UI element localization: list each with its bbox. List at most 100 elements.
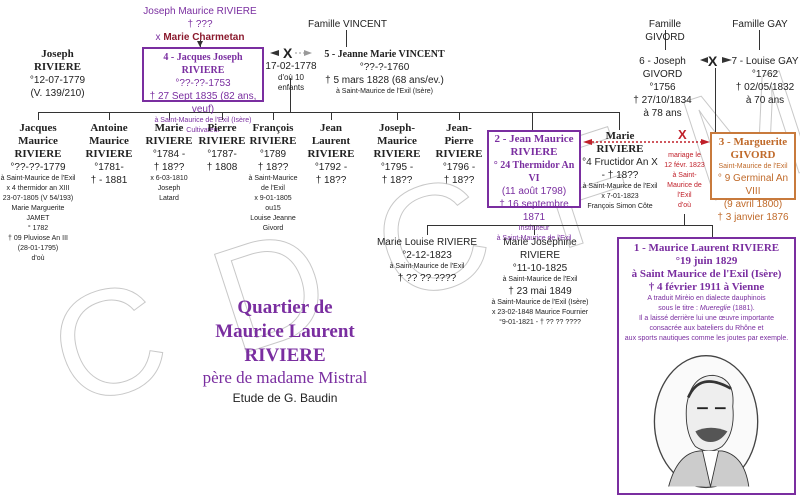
- first-name: Joseph: [41, 48, 74, 60]
- detail: à Saint-Maurice de l'Exil: [0, 175, 76, 182]
- birth-date: °1756: [649, 82, 676, 93]
- last-name: RIVIERE: [435, 148, 483, 160]
- connector: [459, 112, 460, 120]
- detail: 23-07-1805 (V 54/193): [2, 195, 74, 202]
- biography: consacrée aux bateliers du Rhône et: [649, 325, 764, 332]
- detail: Marie Marguerite JAMET: [11, 205, 65, 222]
- title-line: Maurice Laurent: [215, 321, 355, 342]
- first-name: Jacques Maurice: [18, 122, 58, 147]
- biography: A traduit Mirèio en dialecte dauphinois: [647, 295, 766, 302]
- birth-date: ° 24 Thermidor An VI: [493, 160, 575, 184]
- reference: (V. 139/210): [30, 88, 85, 99]
- date: °1792 -: [314, 162, 348, 173]
- connector: [397, 112, 398, 120]
- detail: de l'Exil: [261, 185, 285, 192]
- last-name: RIVIERE: [14, 148, 62, 160]
- detail: x 6-03-1810: [150, 175, 188, 182]
- place: à Saint-Maurice de l'Exil: [389, 263, 465, 270]
- detail: x 7-01-1823: [601, 193, 639, 200]
- svg-text:X: X: [678, 127, 687, 142]
- marriage-date: 17-02-1778: [265, 61, 317, 72]
- person-name: 1 - Maurice Laurent RIVIERE: [633, 242, 780, 254]
- date: † 18??: [315, 175, 347, 186]
- person-box-2: 2 - Jean Maurice RIVIERE ° 24 Thermidor …: [487, 130, 581, 242]
- date: † 18??: [381, 175, 413, 186]
- last-name: RIVIERE: [307, 148, 355, 160]
- person-name: Joseph Maurice RIVIERE: [143, 6, 257, 17]
- person-5: 5 - Jeanne Marie VINCENT °??-?-1760 † 5 …: [322, 48, 447, 97]
- person-name: Marie Joséphine RIVIERE: [503, 237, 577, 261]
- death-date: † ???: [187, 19, 213, 30]
- date: °1787-: [207, 149, 237, 160]
- marriage-x-icon: X: [700, 53, 732, 69]
- marriage-4-5: 17-02-1778 d'où 10 enfants: [264, 60, 318, 93]
- person-name: 2 - Jean Maurice: [494, 133, 574, 145]
- detail: Latard: [159, 195, 179, 202]
- first-name: Antoine Maurice: [89, 122, 129, 147]
- biography: aux sports nautiques comme les joutes pa…: [624, 335, 789, 342]
- place: à Saint-Maurice de l'Exil: [496, 235, 572, 242]
- birth-date: °2-12-1823: [402, 250, 452, 261]
- birth-date: °1762: [751, 69, 779, 80]
- grandchildren-line: [427, 225, 713, 226]
- marriage-x-icon: X: [270, 45, 312, 61]
- person-7: 7 - Louise GAY °1762 † 02/05/1832 à 70 a…: [730, 55, 800, 107]
- death-date: † 5 mars 1828 (68 ans/ev.): [325, 75, 444, 86]
- person-box-1: 1 - Maurice Laurent RIVIERE °19 juin 182…: [617, 237, 796, 495]
- svg-text:X: X: [283, 45, 293, 61]
- detail: x 23-02-1848 Maurice Fournier: [491, 309, 589, 316]
- marriage-dotted-link: X: [583, 127, 710, 145]
- connector: [715, 68, 716, 132]
- connector: [534, 225, 535, 235]
- birth-date: °11-10-1825: [512, 263, 568, 274]
- author-credit: Etude de G. Baudin: [232, 391, 338, 405]
- detail: Joseph: [157, 185, 181, 192]
- connector: [427, 225, 428, 235]
- detail: x 9-01-1805 ou15: [254, 195, 292, 212]
- connector: [331, 112, 332, 120]
- connector: [684, 214, 685, 225]
- connector: [109, 112, 110, 120]
- marriage-note: d'où: [677, 202, 691, 209]
- family-gay-label: Famille GAY: [732, 19, 788, 30]
- birth-date: °19 juin 1829: [675, 255, 738, 267]
- last-name: RIVIERE: [85, 148, 133, 160]
- title-line: Quartier de: [237, 297, 333, 318]
- occupation: Cultivateur: [186, 127, 220, 134]
- person-name: Marie Louise RIVIERE: [376, 237, 478, 248]
- date: °1781-: [94, 162, 124, 173]
- birth-date-gregorian: (9 avril 1800): [723, 199, 783, 210]
- date: † 18??: [257, 162, 289, 173]
- connector: [38, 112, 39, 120]
- date: °1789: [259, 149, 287, 160]
- death-date: † 02/05/1832: [735, 82, 795, 93]
- marriage-note: l'Exil: [677, 192, 692, 199]
- connector: [169, 112, 170, 120]
- first-name: Marie: [605, 130, 635, 142]
- marriage-2-3: mariage le 12 févr. 1823 à Saint- Mauric…: [661, 151, 708, 211]
- person-box-3: 3 - Marguerite GIVORD Saint-Maurice de l…: [710, 132, 796, 223]
- marriage-prefix: x: [155, 32, 161, 43]
- connector: [273, 112, 274, 120]
- portrait-image: [653, 355, 759, 489]
- birth-date-gregorian: (11 août 1798): [501, 186, 567, 197]
- connector: [290, 78, 291, 112]
- date: † 18??: [443, 175, 475, 186]
- place: Saint-Maurice de l'Exil: [718, 163, 788, 170]
- first-name: Marie: [154, 122, 184, 134]
- last-name: RIVIERE: [249, 135, 297, 147]
- place: à Saint Maurice de l'Exil (Isère): [631, 268, 782, 280]
- age: à 70 ans: [745, 95, 785, 106]
- marriage-note: mariage le: [668, 152, 701, 159]
- person-name: 4 - Jacques Joseph RIVIERE: [163, 52, 243, 76]
- person-6: 6 - Joseph GIVORD °1756 † 27/10/1834 à 7…: [620, 55, 705, 120]
- joseph-riviere: Joseph RIVIERE °12-07-1779 (V. 139/210): [20, 48, 95, 100]
- last-name: RIVIERE: [596, 143, 644, 155]
- death-date: † 27 Sept 1835 (82 ans, veuf): [149, 91, 257, 115]
- marriage-note: à Saint-: [672, 172, 697, 179]
